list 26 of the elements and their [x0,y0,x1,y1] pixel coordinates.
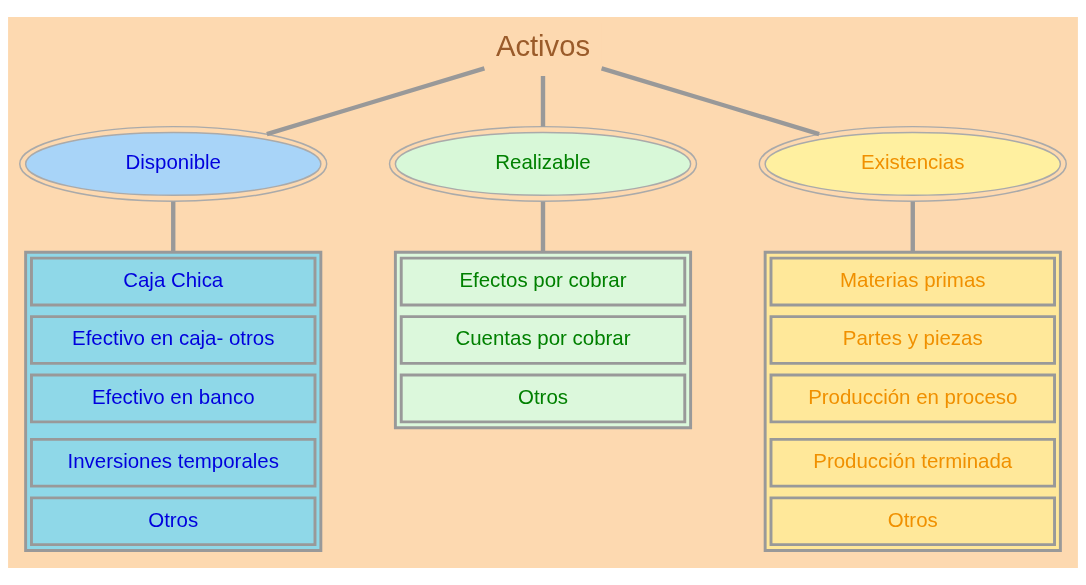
connector [540,76,546,127]
connector [910,201,915,253]
node-box: Otros [399,373,687,424]
node-box: Cuentas por cobrar [399,315,687,365]
node-ellipse: Disponible [19,125,328,202]
node-box: Inversiones temporales [30,437,317,488]
node-box: Efectivo en banco [30,373,317,424]
cluster [393,250,693,430]
node-box: Caja Chica [30,256,317,307]
connector [540,201,546,253]
node-box: Efectos por cobrar [399,256,687,307]
connector [266,66,486,137]
node-box: Efectivo en caja- otros [30,315,317,365]
connector [600,66,820,137]
node-box: Partes y piezas [769,315,1056,365]
node-box: Otros [769,496,1056,547]
cluster [763,250,1062,552]
node-box: Materias primas [769,256,1056,307]
node-ellipse: Realizable [388,125,698,202]
node-box: Producción en proceso [769,373,1056,424]
node-ellipse: Existencias [758,125,1067,202]
node-box: Producción terminada [769,437,1056,488]
node-text: Activos [495,30,591,63]
node-box: Otros [30,496,317,547]
connector [171,201,176,253]
cluster [24,250,323,552]
